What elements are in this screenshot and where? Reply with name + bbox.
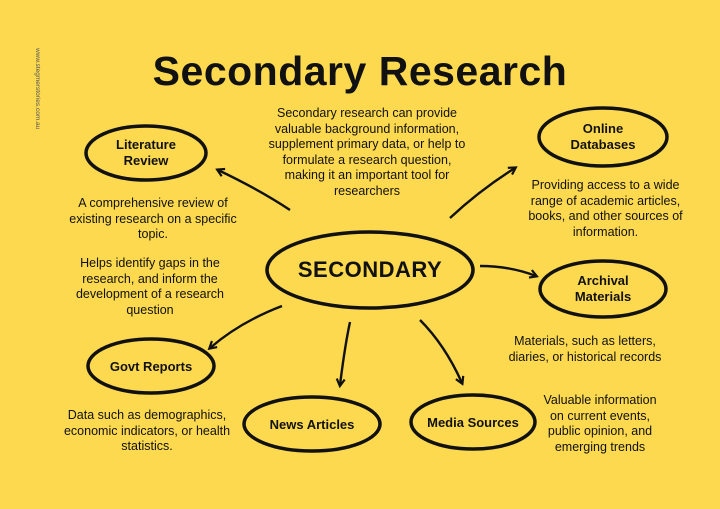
node-news-articles: News Articles bbox=[269, 417, 355, 432]
node-archival-materials: Archival Materials bbox=[574, 273, 632, 304]
intro-text: Secondary research can provide valuable … bbox=[268, 106, 466, 198]
news-ellipse bbox=[242, 395, 382, 453]
arrow-govt bbox=[210, 304, 283, 348]
arrow-media bbox=[419, 319, 462, 383]
arrow-literature bbox=[218, 170, 291, 211]
archival-desc: Materials, such as letters, diaries, or … bbox=[508, 334, 662, 364]
databases-desc: Providing access to a wide range of acad… bbox=[528, 178, 683, 239]
node-online-databases: Online Databases bbox=[570, 121, 636, 152]
literature-desc-2: Helps identify gaps in the research, and… bbox=[75, 256, 224, 317]
node-media-sources: Media Sources bbox=[427, 415, 519, 430]
node-literature-review: Literature Review bbox=[116, 137, 176, 168]
watermark: www.stegmerstories.com.au bbox=[34, 48, 41, 130]
arrow-databases bbox=[449, 168, 515, 219]
center-label: SECONDARY bbox=[297, 257, 443, 282]
arrow-archival bbox=[479, 264, 536, 276]
literature-desc: A comprehensive review of existing resea… bbox=[69, 196, 237, 241]
govt-desc: Data such as demographics, economic indi… bbox=[63, 408, 231, 453]
node-govt-reports: Govt Reports bbox=[109, 359, 193, 374]
media-ellipse bbox=[409, 393, 537, 451]
arrow-news bbox=[340, 321, 352, 385]
databases-ellipse bbox=[537, 106, 669, 168]
center-ellipse bbox=[265, 230, 475, 310]
archival-ellipse bbox=[538, 259, 668, 319]
page-title: Secondary Research bbox=[152, 48, 568, 94]
govt-ellipse bbox=[86, 337, 216, 395]
literature-ellipse bbox=[84, 124, 208, 182]
media-desc: Valuable information on current events, … bbox=[543, 393, 657, 454]
